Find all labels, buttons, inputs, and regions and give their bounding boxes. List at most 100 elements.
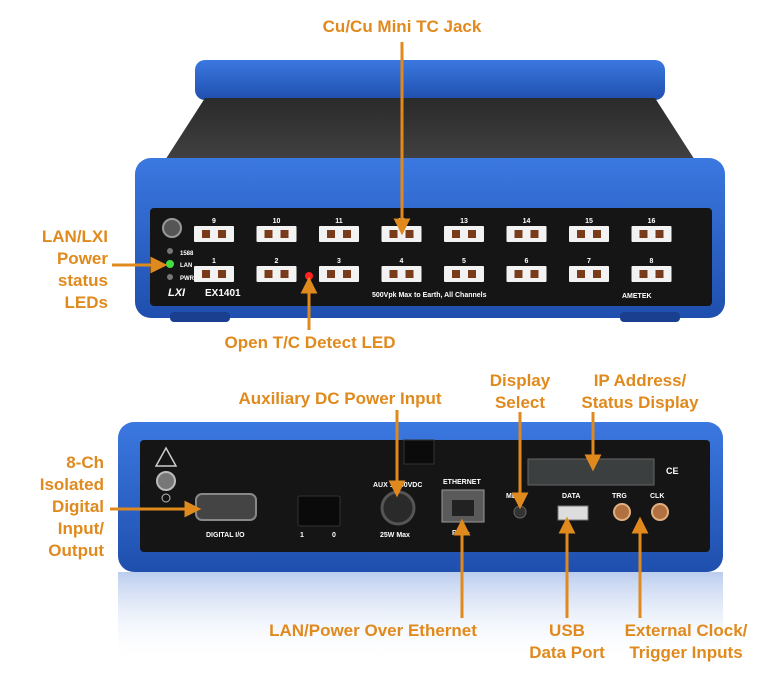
callout-lan-poe-text: LAN/Power Over Ethernet (269, 621, 477, 640)
callout-mini-tc-jack-text: Cu/Cu Mini TC Jack (322, 17, 482, 36)
channel-number: 2 (275, 258, 279, 265)
callout-leds-line-2: Power (56, 249, 108, 268)
ce-mark: CE (666, 466, 679, 476)
arrow-display (584, 454, 602, 472)
tc-jack (319, 226, 359, 242)
clk-label: CLK (650, 493, 664, 500)
tc-jack-pin (327, 270, 335, 278)
led-lan (166, 260, 174, 268)
tc-jack (319, 266, 359, 282)
foot-left (170, 312, 230, 322)
channel-number: 7 (587, 258, 591, 265)
tc-jack (569, 226, 609, 242)
tc-jack-pin (280, 230, 289, 238)
tc-jack-pin (577, 270, 585, 278)
callout-open-tc-text: Open T/C Detect LED (224, 333, 396, 352)
callout-lan-lxi-leds: LAN/LXI Power status LEDs (20, 226, 108, 314)
callout-leds-line-4: LEDs (64, 293, 108, 312)
led-pwr (167, 274, 173, 280)
channel-number: 3 (337, 258, 341, 265)
led-label-1588: 1588 (180, 251, 194, 257)
tc-jack-pin (530, 230, 539, 238)
callout-ext-clock-line-2: Trigger Inputs (629, 643, 743, 662)
callout-ip-line-2: Status Display (581, 393, 699, 412)
callout-ext-clock: External Clock/ Trigger Inputs (606, 620, 766, 664)
channel-warning: 500Vpk Max to Earth, All Channels (372, 292, 487, 299)
tc-jack-pin (264, 230, 273, 238)
tc-jack-pin (343, 230, 351, 238)
tc-jack-pin (655, 230, 664, 238)
tc-jack-pin (389, 270, 398, 278)
callout-lan-poe: LAN/Power Over Ethernet (248, 620, 498, 642)
tc-jack-pin (389, 230, 398, 238)
channel-number: 15 (585, 218, 593, 225)
channel-number: 14 (523, 218, 531, 225)
rear-bumper (195, 60, 665, 100)
open-tc-led (305, 272, 313, 280)
tc-jack-pin (218, 270, 226, 278)
vent (403, 439, 435, 465)
tc-jack-pin (452, 270, 460, 278)
switch-label-0: 0 (332, 532, 336, 539)
arrow-clk (631, 516, 649, 534)
callout-usb-port: USB Data Port (512, 620, 622, 664)
channel-number: 13 (460, 218, 468, 225)
callout-aux-dc-power: Auxiliary DC Power Input (210, 388, 470, 410)
tc-jack-pin (468, 230, 476, 238)
switch-label-1: 1 (300, 532, 304, 539)
callout-open-tc-led: Open T/C Detect LED (190, 332, 430, 354)
channel-number: 4 (400, 258, 404, 265)
tc-jack (194, 266, 234, 282)
clk-bnc (651, 503, 669, 521)
led-label-lan: LAN (180, 263, 192, 269)
lxi-logo: LXI (168, 287, 186, 299)
front-unit (135, 60, 725, 322)
rear-unit (118, 422, 723, 662)
callout-dio-line-2: Isolated (39, 475, 104, 494)
tc-jack (631, 266, 672, 282)
led-label-pwr: PWR (180, 276, 195, 282)
tc-jack-pin (530, 270, 539, 278)
ethernet-socket (452, 500, 474, 516)
arrow-open-tc (300, 276, 318, 294)
ground-screw (156, 471, 176, 491)
tc-jack (506, 266, 547, 282)
tc-jack-pin (468, 270, 476, 278)
tc-jack-pin (264, 270, 273, 278)
arrow-leds (150, 256, 168, 274)
arrow-poe (453, 518, 471, 536)
callout-dio-line-1: 8-Ch (66, 453, 104, 472)
channel-number: 5 (462, 258, 466, 265)
arrow-menu (511, 492, 529, 510)
channel-number: 10 (273, 218, 281, 225)
callout-digital-io: 8-Ch Isolated Digital Input/ Output (10, 452, 104, 562)
callout-dio-line-3: Digital (52, 497, 104, 516)
tc-jack (256, 226, 297, 242)
callout-usb-line-1: USB (549, 621, 585, 640)
ground-symbol-icon (161, 493, 171, 503)
callout-dio-line-5: Output (48, 541, 104, 560)
digital-io-label: DIGITAL I/O (206, 532, 245, 539)
tc-jack-pin (577, 230, 585, 238)
ground-jack (162, 218, 182, 238)
arrow-dio (184, 500, 202, 518)
tc-jack (569, 266, 609, 282)
channel-number: 1 (212, 258, 216, 265)
trg-bnc (613, 503, 631, 521)
reflection (118, 572, 723, 662)
arrow-usb (558, 516, 576, 534)
tc-jack-pin (593, 270, 601, 278)
channel-number: 9 (212, 218, 216, 225)
tc-jack-pin (514, 270, 523, 278)
led-1588 (167, 248, 173, 254)
callout-dio-line-4: Input/ (57, 519, 104, 538)
callout-mini-tc-jack: Cu/Cu Mini TC Jack (302, 16, 502, 38)
digital-io-connector (195, 493, 257, 521)
callout-display-select: Display Select (470, 370, 570, 414)
tc-jack-pin (218, 230, 226, 238)
brand-logo: AMETEK (622, 293, 652, 300)
tc-jack (506, 226, 547, 242)
warning-icon (154, 446, 178, 467)
tc-jack (444, 226, 484, 242)
